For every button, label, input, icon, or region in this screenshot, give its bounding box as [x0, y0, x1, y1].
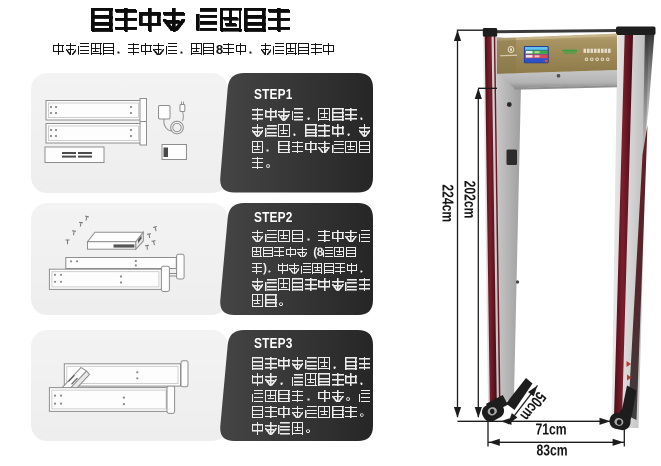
- svg-text:83cm: 83cm: [536, 442, 567, 460]
- svg-text:71cm: 71cm: [535, 421, 566, 439]
- svg-text:202cm: 202cm: [460, 181, 478, 219]
- svg-text:224cm: 224cm: [438, 184, 456, 222]
